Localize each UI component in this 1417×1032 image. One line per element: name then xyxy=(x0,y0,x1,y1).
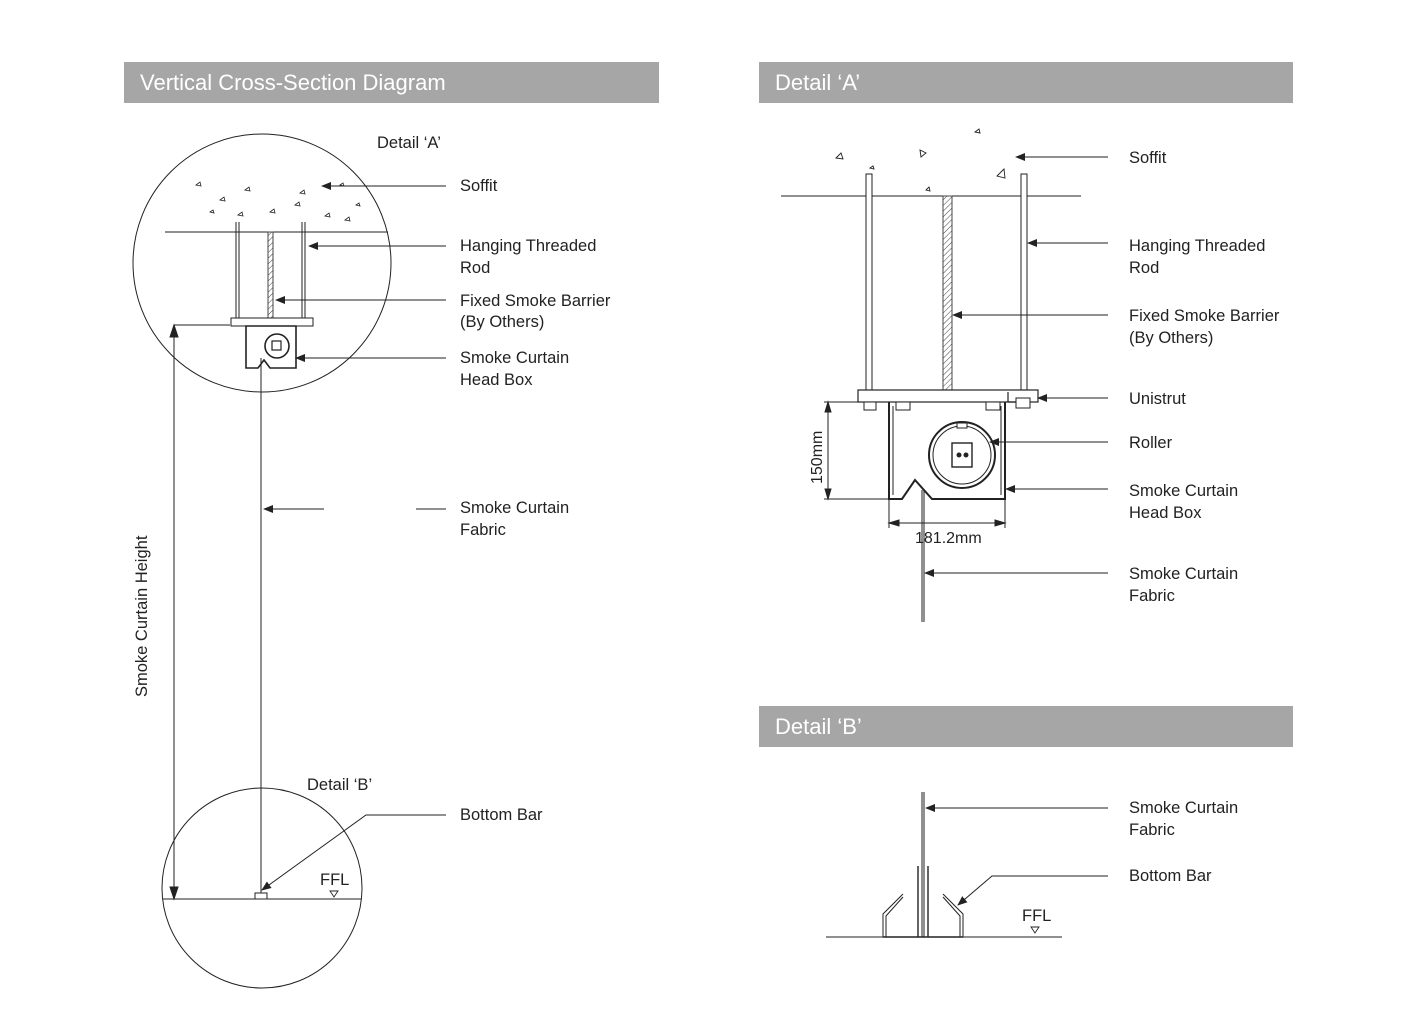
detail-b-drawing xyxy=(826,792,1108,938)
detail-a-label-barrier-1: Fixed Smoke Barrier xyxy=(1129,307,1280,325)
label-barrier-1: Fixed Smoke Barrier xyxy=(460,292,611,310)
detail-a-label-soffit: Soffit xyxy=(1129,149,1167,167)
detail-a-header: Detail ‘A’ xyxy=(759,62,1293,103)
label-soffit: Soffit xyxy=(460,177,498,195)
label-headbox-2: Head Box xyxy=(460,371,533,389)
label-bottom-bar: Bottom Bar xyxy=(460,806,543,824)
label-headbox-1: Smoke Curtain xyxy=(460,349,569,367)
detail-b-header: Detail ‘B’ xyxy=(759,706,1293,747)
label-barrier-2: (By Others) xyxy=(460,313,544,331)
detail-a-concrete-texture xyxy=(835,128,1006,192)
detail-a-label-fabric-2: Fabric xyxy=(1129,587,1175,605)
detail-b-label-ffl: FFL xyxy=(1022,907,1051,925)
label-rod-1: Hanging Threaded xyxy=(460,237,596,255)
label-fabric-1: Smoke Curtain xyxy=(460,499,569,517)
detail-a-drawing xyxy=(781,128,1108,622)
detail-b-label-fabric-1: Smoke Curtain xyxy=(1129,799,1238,817)
detail-a-dim-height: 150mm xyxy=(809,431,826,484)
detail-a-label-headbox-2: Head Box xyxy=(1129,504,1202,522)
detail-a-tag: Detail ‘A’ xyxy=(377,134,441,152)
detail-b-label-fabric-2: Fabric xyxy=(1129,821,1175,839)
detail-a-label-headbox-1: Smoke Curtain xyxy=(1129,482,1238,500)
detail-a-dim-width: 181.2mm xyxy=(915,530,982,547)
main-diagram-header: Vertical Cross-Section Diagram xyxy=(124,62,659,103)
concrete-texture xyxy=(195,181,361,222)
roller xyxy=(928,421,996,489)
label-fabric-2: Fabric xyxy=(460,521,506,539)
detail-b-label-bottom-bar: Bottom Bar xyxy=(1129,867,1212,885)
label-height: Smoke Curtain Height xyxy=(133,535,151,697)
detail-a-circle xyxy=(132,133,392,393)
detail-a-label-rod-1: Hanging Threaded xyxy=(1129,237,1265,255)
main-diagram xyxy=(132,133,446,989)
detail-a-label-barrier-2: (By Others) xyxy=(1129,329,1213,347)
detail-a-label-unistrut: Unistrut xyxy=(1129,390,1186,408)
label-rod-2: Rod xyxy=(460,259,490,277)
label-ffl: FFL xyxy=(320,871,349,889)
detail-b-tag: Detail ‘B’ xyxy=(307,776,372,794)
detail-a-label-fabric-1: Smoke Curtain xyxy=(1129,565,1238,583)
detail-b-circle xyxy=(161,787,363,989)
detail-a-label-roller: Roller xyxy=(1129,434,1173,452)
detail-a-label-rod-2: Rod xyxy=(1129,259,1159,277)
